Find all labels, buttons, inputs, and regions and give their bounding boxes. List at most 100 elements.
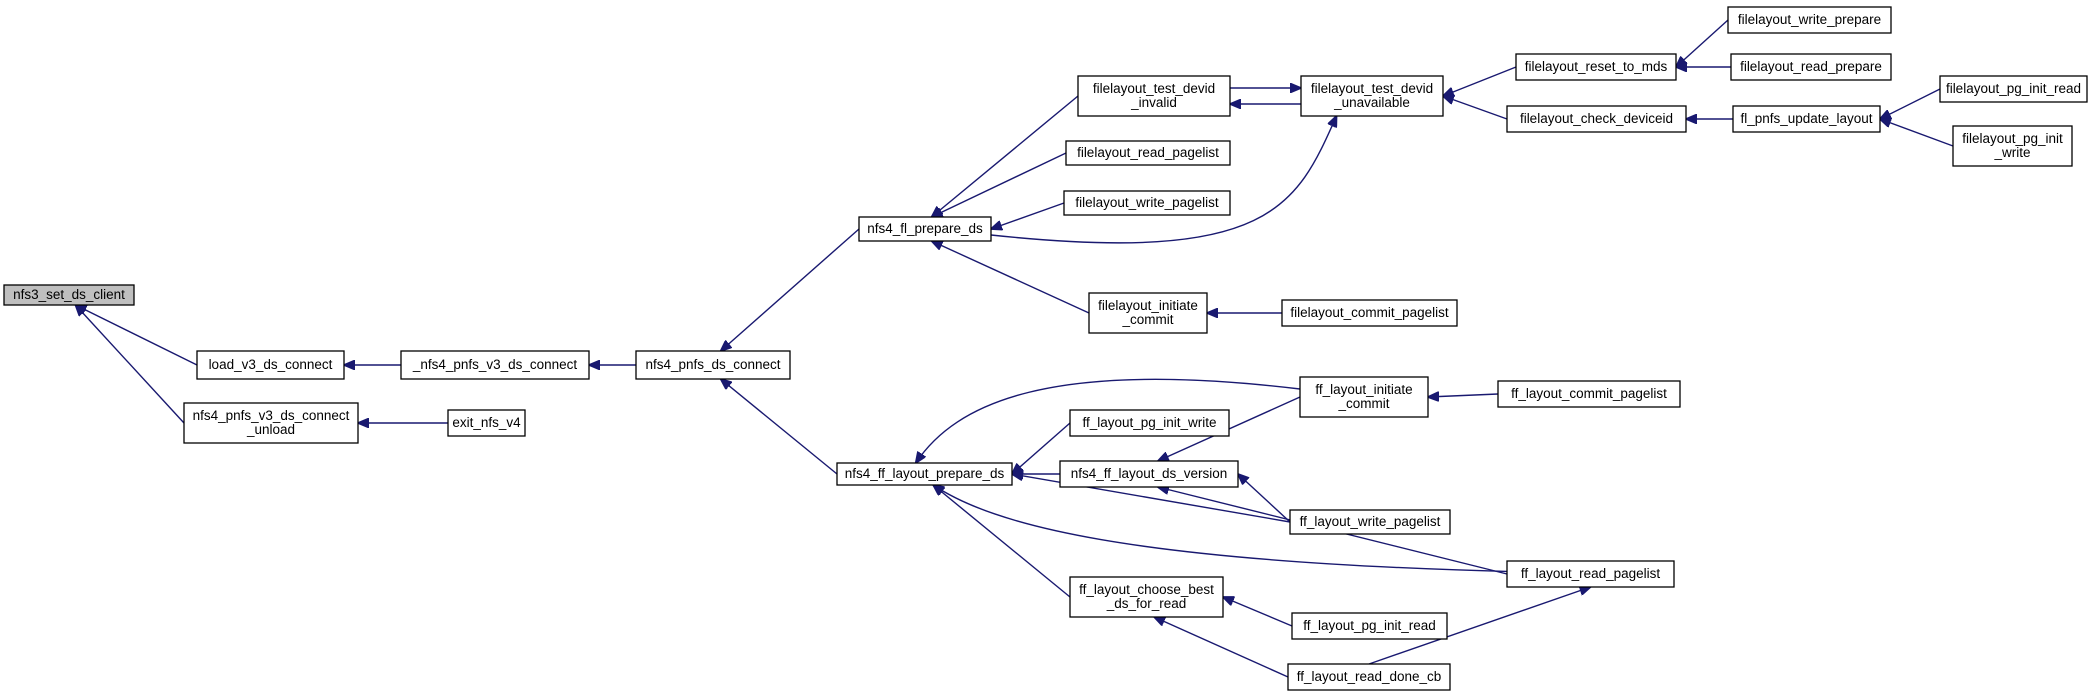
node-box bbox=[1497, 380, 1681, 408]
edge-filelayout_pg_init_write-to-fl_pnfs_update_layout bbox=[1880, 119, 1954, 147]
edge-filelayout_check_deviceid-to-filelayout_test_devid_unavailable bbox=[1443, 96, 1508, 120]
node-box bbox=[447, 409, 526, 437]
node-label: ff_layout_choose_best bbox=[1079, 582, 1214, 597]
edge-filelayout_write_prepare-to-filelayout_reset_to_mds bbox=[1676, 19, 1729, 67]
node-label: _invalid bbox=[1130, 95, 1177, 110]
node-filelayout_check_deviceid[interactable]: filelayout_check_deviceid bbox=[1506, 105, 1687, 133]
node-label: ff_layout_initiate bbox=[1315, 382, 1412, 397]
node-label: filelayout_pg_init bbox=[1962, 131, 2063, 146]
node-box bbox=[1281, 299, 1458, 327]
edge-ff_layout_pg_init_read-to-ff_layout_choose_best_ds_for_read bbox=[1223, 597, 1293, 627]
node-ff_layout_write_pagelist[interactable]: ff_layout_write_pagelist bbox=[1289, 509, 1451, 535]
node-box bbox=[635, 350, 791, 380]
edge-filelayout_initiate_commit-to-nfs4_fl_prepare_ds bbox=[932, 241, 1090, 314]
node-ff_layout_commit_pagelist[interactable]: ff_layout_commit_pagelist bbox=[1497, 380, 1681, 408]
edge-ff_layout_read_done_cb-to-ff_layout_choose_best_ds_for_read bbox=[1154, 617, 1289, 678]
node-box bbox=[196, 350, 345, 380]
node-label: exit_nfs_v4 bbox=[452, 415, 521, 430]
node-box bbox=[1059, 460, 1239, 488]
node-box bbox=[183, 402, 359, 444]
node-ff_layout_initiate_commit[interactable]: ff_layout_initiate_commit bbox=[1299, 376, 1429, 418]
node-nfs3_set_ds_client[interactable]: nfs3_set_ds_client bbox=[3, 284, 135, 306]
edge-filelayout_reset_to_mds-to-filelayout_test_devid_unavailable bbox=[1443, 66, 1517, 96]
node-_nfs4_pnfs_v3_ds_connect[interactable]: _nfs4_pnfs_v3_ds_connect bbox=[400, 350, 590, 380]
node-label: fl_pnfs_update_layout bbox=[1740, 111, 1872, 126]
node-exit_nfs_v4[interactable]: exit_nfs_v4 bbox=[447, 409, 526, 437]
node-box bbox=[1291, 612, 1448, 640]
edge-ff_layout_pg_init_write-to-nfs4_ff_layout_prepare_ds bbox=[1012, 422, 1071, 474]
edge-filelayout_pg_init_read-to-fl_pnfs_update_layout bbox=[1880, 88, 1941, 119]
node-label: filelayout_initiate bbox=[1098, 298, 1198, 313]
node-filelayout_commit_pagelist[interactable]: filelayout_commit_pagelist bbox=[1281, 299, 1458, 327]
node-label: ff_layout_write_pagelist bbox=[1300, 514, 1441, 529]
node-box bbox=[1515, 53, 1677, 81]
node-nfs4_ff_layout_ds_version[interactable]: nfs4_ff_layout_ds_version bbox=[1059, 460, 1239, 488]
node-filelayout_test_devid_invalid[interactable]: filelayout_test_devid_invalid bbox=[1077, 75, 1231, 117]
node-label: ff_layout_commit_pagelist bbox=[1511, 386, 1667, 401]
node-nfs4_pnfs_v3_ds_connect_unload[interactable]: nfs4_pnfs_v3_ds_connect_unload bbox=[183, 402, 359, 444]
node-fl_pnfs_update_layout[interactable]: fl_pnfs_update_layout bbox=[1732, 105, 1881, 133]
node-box bbox=[1299, 376, 1429, 418]
edge-nfs4_pnfs_v3_ds_connect_unload-to-nfs3_set_ds_client bbox=[76, 305, 185, 424]
node-label: filelayout_read_pagelist bbox=[1077, 145, 1219, 160]
node-filelayout_test_devid_unavailable[interactable]: filelayout_test_devid_unavailable bbox=[1300, 75, 1444, 117]
edge-filelayout_write_pagelist-to-nfs4_fl_prepare_ds bbox=[991, 202, 1065, 229]
node-filelayout_write_prepare[interactable]: filelayout_write_prepare bbox=[1727, 6, 1892, 34]
node-box bbox=[1730, 53, 1892, 81]
edge-nfs4_fl_prepare_ds-to-nfs4_pnfs_ds_connect bbox=[721, 228, 860, 351]
node-label: load_v3_ds_connect bbox=[209, 357, 333, 372]
node-label: _commit bbox=[1337, 396, 1389, 411]
node-label: filelayout_reset_to_mds bbox=[1525, 59, 1668, 74]
node-nfs4_ff_layout_prepare_ds[interactable]: nfs4_ff_layout_prepare_ds bbox=[836, 462, 1013, 486]
node-box bbox=[1088, 292, 1208, 334]
edge-ff_layout_read_done_cb-to-ff_layout_read_pagelist bbox=[1368, 587, 1591, 665]
node-label: nfs3_set_ds_client bbox=[13, 287, 125, 302]
node-label: ff_layout_read_pagelist bbox=[1521, 566, 1661, 581]
node-box bbox=[1952, 125, 2073, 167]
node-filelayout_read_pagelist[interactable]: filelayout_read_pagelist bbox=[1065, 140, 1231, 166]
node-ff_layout_read_done_cb[interactable]: ff_layout_read_done_cb bbox=[1287, 663, 1451, 691]
node-ff_layout_choose_best_ds_for_read[interactable]: ff_layout_choose_best_ds_for_read bbox=[1069, 576, 1224, 618]
node-label: _nfs4_pnfs_v3_ds_connect bbox=[412, 357, 578, 372]
node-label: _unavailable bbox=[1333, 95, 1410, 110]
node-label: ff_layout_pg_init_read bbox=[1303, 618, 1436, 633]
node-ff_layout_read_pagelist[interactable]: ff_layout_read_pagelist bbox=[1506, 560, 1675, 588]
node-box bbox=[1300, 75, 1444, 117]
node-ff_layout_pg_init_write[interactable]: ff_layout_pg_init_write bbox=[1069, 409, 1230, 437]
node-nfs4_pnfs_ds_connect[interactable]: nfs4_pnfs_ds_connect bbox=[635, 350, 791, 380]
node-label: filelayout_read_prepare bbox=[1740, 59, 1882, 74]
node-filelayout_read_prepare[interactable]: filelayout_read_prepare bbox=[1730, 53, 1892, 81]
node-box bbox=[400, 350, 590, 380]
edge-nfs4_ff_layout_prepare_ds-to-nfs4_pnfs_ds_connect bbox=[721, 379, 838, 475]
node-box bbox=[1732, 105, 1881, 133]
node-box bbox=[1506, 105, 1687, 133]
edge-ff_layout_commit_pagelist-to-ff_layout_initiate_commit bbox=[1428, 394, 1499, 397]
node-label: nfs4_ff_layout_ds_version bbox=[1071, 466, 1228, 481]
node-label: _ds_for_read bbox=[1106, 596, 1187, 611]
node-filelayout_pg_init_read[interactable]: filelayout_pg_init_read bbox=[1939, 75, 2088, 103]
node-box bbox=[1287, 663, 1451, 691]
node-box bbox=[1065, 140, 1231, 166]
node-box bbox=[1939, 75, 2088, 103]
node-load_v3_ds_connect[interactable]: load_v3_ds_connect bbox=[196, 350, 345, 380]
edge-filelayout_read_pagelist-to-nfs4_fl_prepare_ds bbox=[932, 152, 1067, 217]
edge-nfs4_fl_prepare_ds-to-filelayout_test_devid_unavailable bbox=[990, 116, 1337, 244]
node-box bbox=[1069, 576, 1224, 618]
node-label: filelayout_write_pagelist bbox=[1075, 195, 1219, 210]
node-box bbox=[1289, 509, 1451, 535]
edges-layer bbox=[76, 19, 1954, 678]
node-ff_layout_pg_init_read[interactable]: ff_layout_pg_init_read bbox=[1291, 612, 1448, 640]
node-box bbox=[1727, 6, 1892, 34]
edge-filelayout_test_devid_invalid-to-nfs4_fl_prepare_ds bbox=[932, 95, 1079, 217]
nodes-layer: nfs3_set_ds_client load_v3_ds_connect nfs4… bbox=[3, 6, 2088, 691]
node-filelayout_reset_to_mds[interactable]: filelayout_reset_to_mds bbox=[1515, 53, 1677, 81]
node-filelayout_write_pagelist[interactable]: filelayout_write_pagelist bbox=[1063, 190, 1231, 216]
node-filelayout_initiate_commit[interactable]: filelayout_initiate_commit bbox=[1088, 292, 1208, 334]
edge-ff_layout_write_pagelist-to-nfs4_ff_layout_ds_version bbox=[1238, 474, 1291, 523]
node-nfs4_fl_prepare_ds[interactable]: nfs4_fl_prepare_ds bbox=[858, 216, 992, 242]
edge-ff_layout_read_pagelist-to-nfs4_ff_layout_prepare_ds bbox=[933, 485, 1508, 573]
node-filelayout_pg_init_write[interactable]: filelayout_pg_init_write bbox=[1952, 125, 2073, 167]
node-label: filelayout_check_deviceid bbox=[1520, 111, 1673, 126]
node-box bbox=[836, 462, 1013, 486]
node-box bbox=[1506, 560, 1675, 588]
